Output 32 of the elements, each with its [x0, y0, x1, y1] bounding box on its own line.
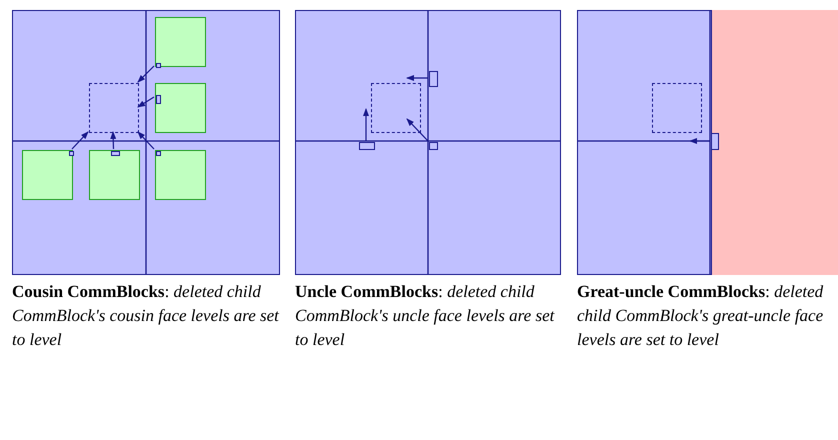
arrow [137, 131, 154, 150]
face-marker [429, 71, 438, 87]
face-marker [711, 133, 719, 150]
arrow [72, 131, 89, 150]
arrow [137, 96, 154, 108]
arrow [110, 131, 116, 150]
deleted-block-outline [371, 83, 421, 133]
panel-description: Cousin CommBlocks: deleted child CommBlock's cousin face levels are set to level [12, 281, 280, 351]
block-panel [12, 10, 280, 275]
child-block [155, 83, 206, 133]
arrow [406, 118, 428, 142]
panel-description: Uncle CommBlocks: deleted child CommBlock's uncle face levels are set to level [295, 281, 556, 351]
face-marker [359, 142, 375, 150]
deleted-block-outline [89, 83, 139, 133]
arrow [689, 138, 710, 144]
panel-description: Great-uncle CommBlocks: deleted child CommBlock's great-uncle face levels are set to level [577, 281, 824, 351]
child-block [89, 150, 140, 200]
arrow [406, 75, 428, 81]
face-marker [156, 95, 161, 104]
child-block [155, 150, 206, 200]
arrow [137, 66, 154, 83]
deleted-block-outline [652, 83, 702, 133]
block-panel [295, 10, 561, 275]
child-block [22, 150, 73, 200]
face-marker [156, 151, 161, 156]
face-marker [69, 151, 74, 156]
face-marker [429, 142, 438, 150]
arrow [363, 108, 369, 141]
face-marker [156, 63, 161, 68]
child-block [155, 17, 206, 67]
block-panel [577, 10, 838, 275]
face-marker [111, 151, 120, 156]
